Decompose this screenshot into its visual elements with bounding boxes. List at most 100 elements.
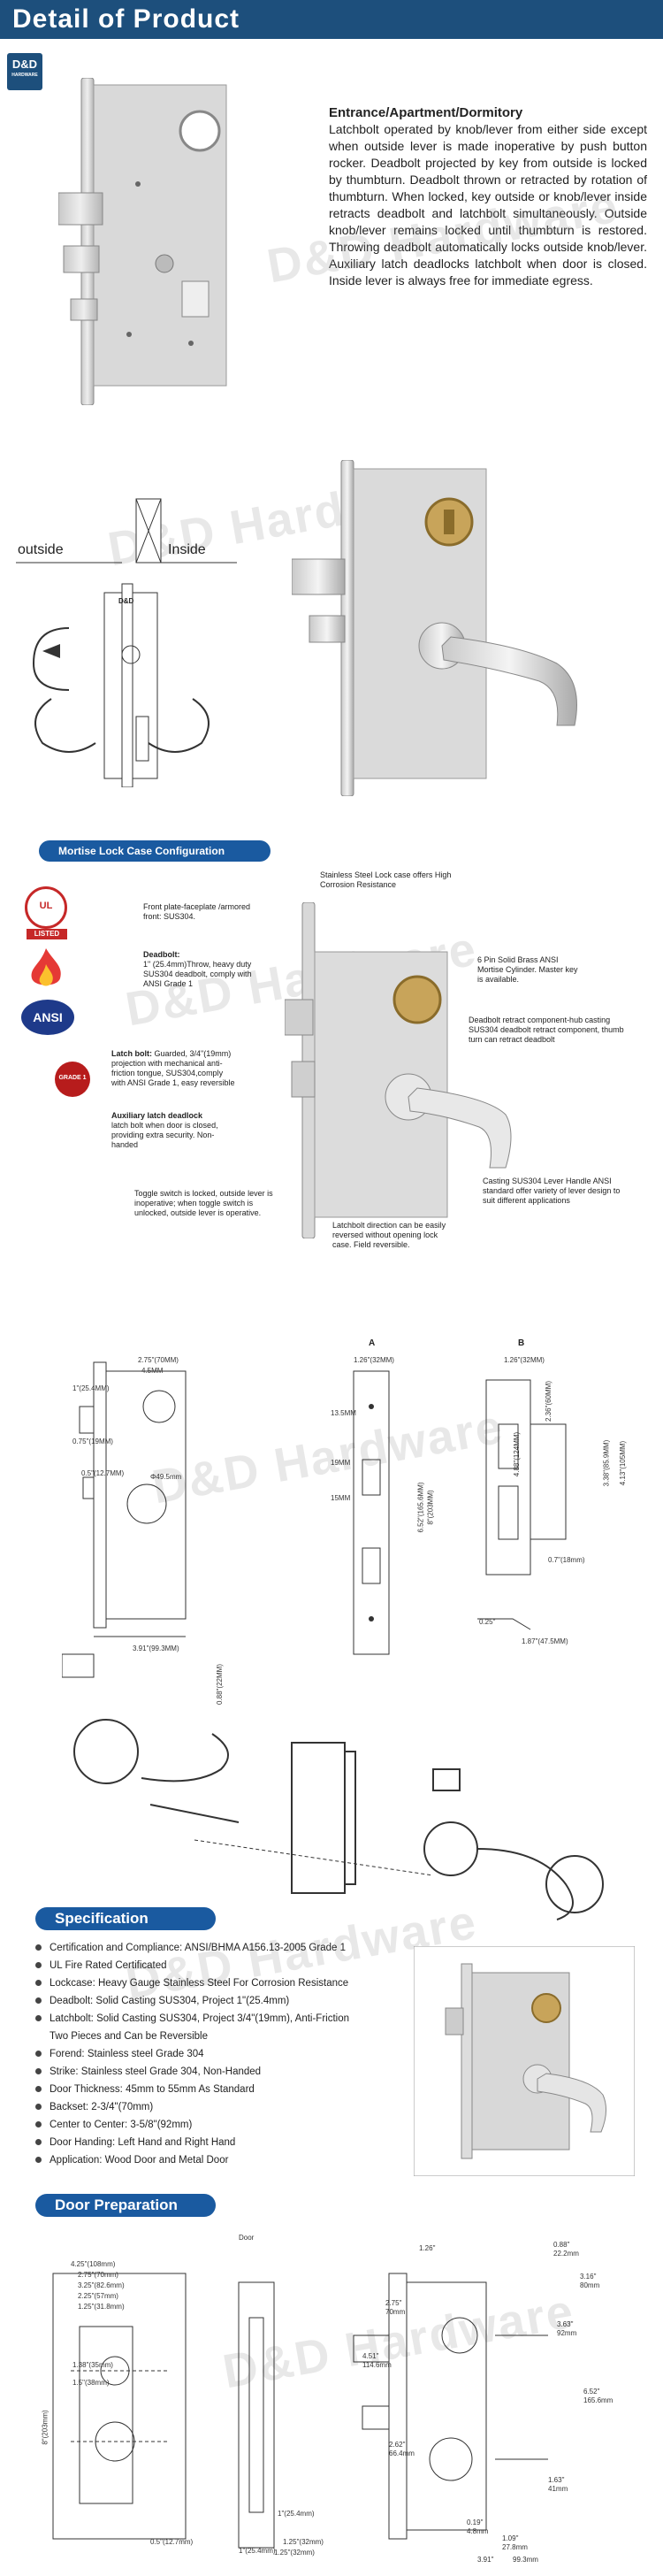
prep-dim: 0.88" bbox=[553, 2241, 570, 2249]
dim-label: 3.91"(99.3MM) bbox=[133, 1644, 179, 1652]
prep-dim: 165.6mm bbox=[583, 2396, 613, 2404]
prep-dim: 1.63" bbox=[548, 2476, 565, 2484]
prep-dim: 4.51" bbox=[362, 2352, 379, 2360]
dim-label: 4.88"(124MM) bbox=[513, 1431, 522, 1477]
spec-item: Door Handing: Left Hand and Right Hand bbox=[32, 2134, 412, 2151]
prep-dim: 4.8mm bbox=[467, 2527, 489, 2535]
prep-dim: 3.16" bbox=[580, 2273, 597, 2281]
annotation-retract: Deadbolt retract component-hub casting S… bbox=[469, 1016, 624, 1044]
spec-item: Latchbolt: Solid Casting SUS304, Project… bbox=[32, 2010, 412, 2028]
prep-dim: 70mm bbox=[385, 2308, 406, 2316]
door-label: Door bbox=[239, 2234, 255, 2242]
door-preparation-section-title: Door Preparation bbox=[35, 2194, 216, 2217]
spec-item: Backset: 2-3/4"(70mm) bbox=[32, 2098, 412, 2116]
description-title: Entrance/Apartment/Dormitory bbox=[329, 105, 523, 120]
annotation-front-plate: Front plate-faceplate /armored front: SU… bbox=[143, 902, 251, 921]
spec-item: Application: Wood Door and Metal Door bbox=[32, 2151, 412, 2169]
prep-dim: 0.5"(12.7mm) bbox=[150, 2538, 194, 2546]
latch-title: Latch bolt: bbox=[111, 1049, 152, 1058]
prep-dim: 41mm bbox=[548, 2485, 568, 2493]
annotation-pin: 6 Pin Solid Brass ANSI Mortise Cylinder.… bbox=[477, 955, 578, 984]
dim-label: 1.26"(32MM) bbox=[504, 1356, 545, 1364]
outside-inside-diagram bbox=[16, 498, 237, 787]
prep-dim: 4.25"(108mm) bbox=[71, 2260, 116, 2268]
door-preparation-drawing bbox=[52, 2273, 548, 2549]
logo-mark: D&D bbox=[11, 58, 38, 71]
deadbolt-title: Deadbolt: bbox=[143, 950, 180, 959]
ansi-cert-badge: ANSI bbox=[21, 1000, 74, 1035]
aux-title: Auxiliary latch deadlock bbox=[111, 1111, 203, 1120]
prep-dim: 1.26" bbox=[419, 2244, 436, 2252]
dim-label: 0.7"(18mm) bbox=[548, 1556, 585, 1564]
spec-item: Strike: Stainless steel Grade 304, Non-H… bbox=[32, 2063, 412, 2081]
aux-text: latch bolt when door is closed, providin… bbox=[111, 1121, 218, 1149]
dim-label: 1"(25.4MM) bbox=[72, 1384, 110, 1392]
ul-cert-badge: UL bbox=[25, 886, 67, 929]
ul-listed-label: LISTED bbox=[27, 929, 67, 939]
logo-sub: HARDWARE bbox=[11, 73, 38, 78]
grade1-mark: GRADE 1 bbox=[58, 1075, 87, 1081]
latch-text: Guarded, 3/4"(19mm) projection with mech… bbox=[111, 1049, 235, 1087]
annotation-latch: Latch bolt: Guarded, 3/4"(19mm) projecti… bbox=[111, 1049, 235, 1088]
prep-dim: 2.62" bbox=[389, 2441, 406, 2449]
prep-dim: 1.09" bbox=[502, 2534, 519, 2542]
prep-dim: 92mm bbox=[557, 2329, 577, 2337]
product-description: Entrance/Apartment/Dormitory Latchbolt o… bbox=[329, 104, 647, 289]
exploded-view-drawing bbox=[73, 1719, 604, 1920]
prep-dim: 2.75"(70mm) bbox=[78, 2271, 118, 2279]
spec-product-photo bbox=[414, 1946, 635, 2176]
annotation-stainless: Stainless Steel Lock case offers High Co… bbox=[320, 870, 452, 889]
dim-label: 0.5"(12.7MM) bbox=[81, 1469, 125, 1477]
spec-item: Deadbolt: Solid Casting SUS304, Project … bbox=[32, 1992, 412, 2010]
prep-dim: 66.4mm bbox=[389, 2450, 415, 2457]
dim-label: 3.38"(85.9MM) bbox=[602, 1439, 611, 1487]
config-section-title: Mortise Lock Case Configuration bbox=[39, 840, 271, 862]
prep-dim: 1"(25.4mm) bbox=[278, 2510, 315, 2518]
brand-logo: D&D HARDWARE bbox=[7, 53, 42, 90]
inside-label: Inside bbox=[168, 542, 206, 557]
specification-list: Certification and Compliance: ANSI/BHMA … bbox=[32, 1939, 412, 2169]
prep-dim: 3.91" bbox=[477, 2556, 494, 2564]
prep-dim: 2.75" bbox=[385, 2299, 402, 2307]
prep-dim: 6.52" bbox=[583, 2388, 600, 2396]
config-lock-photo bbox=[285, 902, 512, 1238]
fire-icon bbox=[31, 948, 61, 986]
dim-label: 19MM bbox=[331, 1459, 351, 1467]
prep-dim: 1.38"(35mm) bbox=[72, 2361, 113, 2369]
prep-dim: 2.25"(57mm) bbox=[78, 2292, 118, 2300]
annotation-toggle: Toggle switch is locked, outside lever i… bbox=[134, 1189, 273, 1217]
dim-label: 15MM bbox=[331, 1494, 351, 1502]
dim-label: 2.36"(60MM) bbox=[544, 1381, 552, 1422]
annotation-deadbolt: Deadbolt:1" (25.4mm)Throw, heavy duty SU… bbox=[143, 950, 267, 989]
dim-label: 2.75"(70MM) bbox=[138, 1356, 179, 1364]
spec-item: UL Fire Rated Certificated bbox=[32, 1957, 412, 1974]
technical-drawing bbox=[62, 1361, 567, 1678]
prep-dim: 1"(25.4mm) bbox=[239, 2547, 276, 2555]
outside-label: outside bbox=[18, 542, 64, 557]
dim-label: 4.5MM bbox=[141, 1367, 164, 1375]
dim-label: 13.5MM bbox=[331, 1409, 356, 1417]
prep-dim: 3.63" bbox=[557, 2320, 574, 2328]
dim-label: 0.25" bbox=[479, 1618, 496, 1626]
prep-dim: 1.25"(31.8mm) bbox=[78, 2303, 125, 2311]
spec-item: Certification and Compliance: ANSI/BHMA … bbox=[32, 1939, 412, 1957]
prep-dim: 3.25"(82.6mm) bbox=[78, 2281, 125, 2289]
prep-dim: 1.25"(32mm) bbox=[274, 2549, 315, 2557]
drawing-label-a: A bbox=[369, 1338, 376, 1348]
prep-dim: 8"(203mm) bbox=[41, 2410, 50, 2445]
dim-label: 0.88"(22MM) bbox=[215, 1664, 224, 1705]
grade1-badge: GRADE 1 bbox=[55, 1062, 90, 1097]
specification-section-title: Specification bbox=[35, 1907, 216, 1930]
ansi-mark: ANSI bbox=[33, 1010, 63, 1024]
page-title: Detail of Product bbox=[12, 4, 240, 34]
prep-dim: 80mm bbox=[580, 2281, 600, 2289]
annotation-casting: Casting SUS304 Lever Handle ANSI standar… bbox=[483, 1177, 621, 1205]
prep-dim: 0.19" bbox=[467, 2518, 484, 2526]
prep-dim: 114.6mm bbox=[362, 2361, 392, 2369]
spec-item: Lockcase: Heavy Gauge Stainless Steel Fo… bbox=[32, 1974, 412, 1992]
deadbolt-text: 1" (25.4mm)Throw, heavy duty SUS304 dead… bbox=[143, 960, 252, 988]
page-header: Detail of Product bbox=[0, 0, 663, 39]
spec-item: Forend: Stainless steel Grade 304 bbox=[32, 2045, 412, 2063]
spec-item: Two Pieces and Can be Reversible bbox=[50, 2031, 208, 2042]
